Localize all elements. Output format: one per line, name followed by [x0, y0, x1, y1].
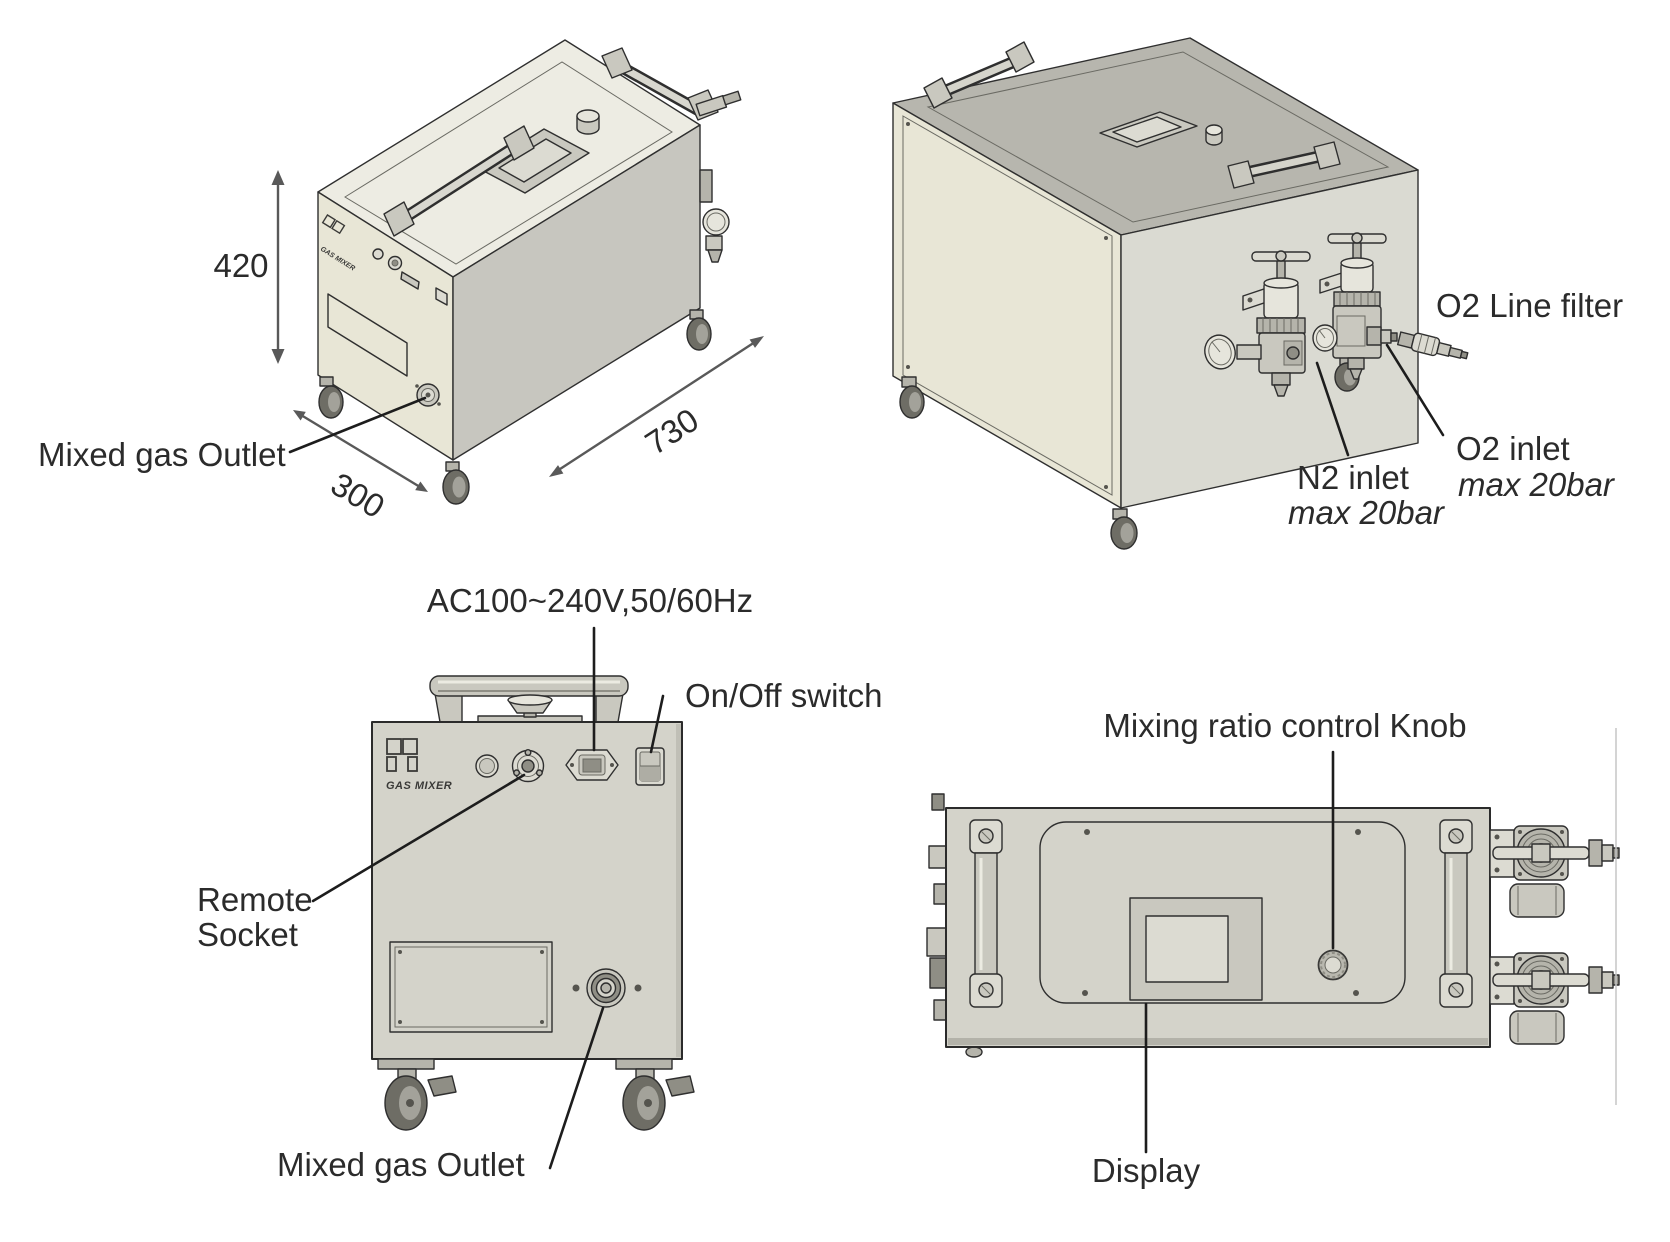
caster-right — [615, 1058, 695, 1131]
o2-leader-line — [1385, 343, 1445, 437]
fuse-holder-icon — [372, 248, 384, 260]
recessed-panel — [1039, 821, 1406, 1004]
caster-left — [377, 1058, 457, 1131]
o2-label: O2 inlet — [1456, 430, 1570, 467]
outlet-leader-line — [288, 396, 427, 454]
power-label: AC100~240V,50/60Hz — [427, 582, 753, 619]
n2-gauge-drum — [1509, 883, 1565, 918]
switch-label: On/Off switch — [685, 677, 882, 714]
rear-fittings — [926, 793, 983, 1058]
remote-leader-line — [311, 773, 526, 903]
remote-socket — [511, 749, 545, 783]
ac-power-inlet — [565, 749, 619, 781]
top-knob — [576, 109, 600, 135]
power-switch-icon — [435, 287, 448, 306]
display-label: Display — [1092, 1152, 1201, 1189]
o2-line-filter-part — [1396, 331, 1469, 360]
dimension-height: 420 — [213, 170, 285, 364]
remote-label-line2: Socket — [197, 916, 298, 953]
caster-front — [1110, 508, 1138, 550]
switch-leader-line — [649, 694, 665, 754]
power-inlet-icon — [400, 271, 420, 290]
knob-label: Mixing ratio control Knob — [1103, 707, 1466, 744]
remote-label-line1: Remote — [197, 881, 313, 918]
body-edge-shade — [676, 724, 681, 1057]
box-side-face — [452, 124, 701, 461]
iso-front-view: GAS MIXER — [38, 39, 764, 525]
dim-depth-text: 300 — [325, 465, 391, 525]
model-text: GAS MIXER — [386, 780, 452, 792]
top-knob — [477, 694, 583, 723]
top-handle — [429, 675, 629, 723]
o2-regulator — [1312, 232, 1398, 380]
carry-handle-right — [1439, 819, 1473, 1008]
top-panel-outline — [926, 51, 1390, 223]
body-edge-shade — [948, 1038, 1488, 1045]
carry-handle-front — [1227, 141, 1341, 189]
iso-rear-view: O2 Line filter N2 inlet max 20bar O2 inl… — [892, 37, 1623, 550]
back-panel-outline — [902, 115, 1113, 496]
n2-label: N2 inlet — [1297, 459, 1409, 496]
mixing-ratio-knob — [1317, 949, 1349, 981]
top-view: Mixing ratio control Knob Display — [926, 707, 1620, 1189]
fuse-holder — [475, 754, 499, 778]
n2-regulator — [1204, 250, 1311, 397]
brand-logo-icon — [321, 214, 346, 235]
brand-logo-icon — [386, 738, 418, 772]
caster-front — [442, 461, 470, 505]
top-knob — [1205, 124, 1223, 146]
remote-socket-icon — [387, 255, 403, 271]
o2-gauge-icon — [1312, 324, 1338, 352]
access-panel — [389, 941, 553, 1033]
outlet-label: Mixed gas Outlet — [277, 1146, 525, 1183]
mixed-gas-outlet-port — [415, 383, 441, 407]
on-off-switch — [635, 747, 665, 786]
o2-inlet-port — [1366, 326, 1382, 346]
o2-gauge-drum — [1509, 1010, 1565, 1045]
display-window — [1129, 897, 1263, 1001]
display-window — [1112, 116, 1182, 143]
brake-lever-icon — [665, 1075, 695, 1097]
side-fittings — [695, 90, 742, 263]
dim-height-text: 420 — [213, 247, 268, 284]
n2-gauge-icon — [1204, 334, 1236, 370]
carry-handle-front — [383, 125, 535, 237]
n2-regulator-top — [1489, 825, 1620, 918]
filter-label: O2 Line filter — [1436, 287, 1623, 324]
carry-handle-rear — [923, 41, 1035, 109]
carry-handle-left — [969, 819, 1003, 1008]
access-panel-outline — [327, 293, 408, 377]
o2-regulator-top — [1489, 952, 1620, 1045]
o2-max-label: max 20bar — [1458, 466, 1616, 503]
n2-max-label: max 20bar — [1288, 494, 1446, 531]
top-panel-outline — [344, 61, 673, 265]
front-view: GAS MIXER — [197, 582, 882, 1183]
n2-leader-line — [1315, 361, 1350, 457]
caster-right — [686, 309, 712, 351]
outlet-leader-line — [548, 1006, 605, 1170]
caster-left — [318, 376, 344, 419]
caster-left — [899, 376, 925, 419]
mixed-gas-outlet-port — [572, 968, 642, 1008]
iso-outlet-label: Mixed gas Outlet — [38, 436, 286, 473]
carry-handle-rear — [601, 47, 719, 121]
brake-lever-icon — [427, 1075, 457, 1097]
